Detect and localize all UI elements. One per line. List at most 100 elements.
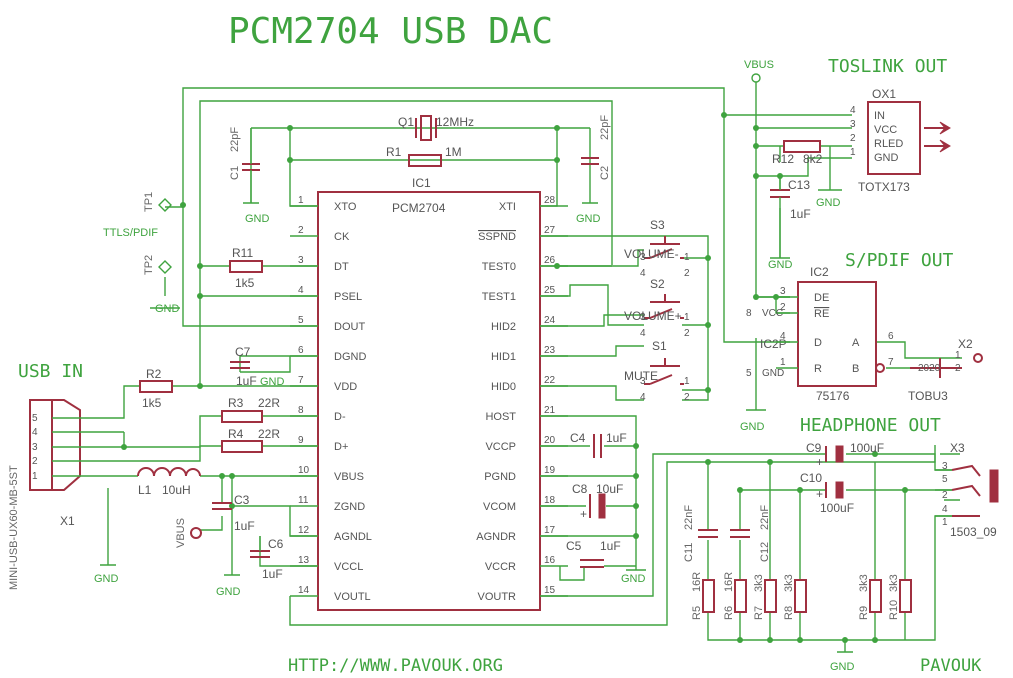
crystal-q1[interactable]: Q1 12MHz [398, 115, 474, 141]
usb-connector-x1[interactable]: 54 32 1 X1 MINI-USB-UX60-MB-5ST [8, 399, 93, 590]
ic2-power-pin-name: VCC [762, 308, 783, 319]
ic1-pin-number: 14 [298, 585, 310, 596]
ic2-power-pin-number: 8 [746, 308, 752, 319]
test-point-tp1[interactable]: TP1 [143, 192, 172, 212]
resistor-r5[interactable]: R5 16R [691, 572, 715, 620]
ic1[interactable]: IC1 PCM2704 1XTO2CK3DT4PSEL5DOUT6DGND7VD… [290, 176, 568, 611]
gnd-label: GND [830, 661, 855, 673]
ic2-pin-number: 1 [780, 357, 786, 368]
resistor-r6[interactable]: R6 16R [723, 572, 747, 620]
x3-part: 1503_09 [950, 525, 997, 539]
ic1-pin-number: 21 [544, 405, 556, 416]
wires [93, 82, 962, 652]
ic1-part: PCM2704 [392, 201, 446, 215]
spdif-section-title: S/PDIF OUT [845, 250, 954, 271]
capacitor-c9[interactable]: C9 100uF + [806, 441, 884, 469]
switch-s1[interactable]: S1 MUTE 34 12 [624, 339, 690, 403]
capacitor-c7[interactable]: C7 1uF [230, 345, 257, 388]
gnd-label: GND [816, 197, 841, 209]
ic1-pin-number: 18 [544, 495, 556, 506]
ic1-pin-number: 2 [298, 225, 304, 236]
ic1-pin-name: VOUTL [334, 591, 371, 603]
s1-value: MUTE [624, 369, 658, 383]
ic1-pin-name: TEST1 [482, 291, 516, 303]
ttl-spdif-label: TTLS/PDIF [103, 227, 158, 239]
capacitor-c10[interactable]: C10 100uF + [800, 471, 854, 515]
switch-s3[interactable]: S3 VOLUME- 34 12 [624, 218, 690, 279]
s1-name: S1 [652, 339, 667, 353]
ic1-pin-name: VCCR [485, 561, 516, 573]
ic1-pin-number: 22 [544, 375, 556, 386]
resistor-r11[interactable]: R11 1k5 [229, 246, 263, 290]
svg-text:4: 4 [640, 392, 646, 403]
c4-name: C4 [570, 431, 586, 445]
resistor-r7[interactable]: R7 3k3 [753, 574, 777, 620]
c10-value: 100uF [820, 501, 854, 515]
headphone-jack-x3[interactable]: X3 3 5 2 4 1 1503_09 [935, 441, 999, 539]
ic1-pin-name: CK [334, 231, 350, 243]
ic1-pin-name: SSPND [478, 231, 516, 243]
resistor-r9[interactable]: R9 3k3 [858, 574, 882, 620]
q1-value: 12MHz [436, 115, 474, 129]
ox1-name: OX1 [872, 87, 896, 101]
ox1-part: TOTX173 [858, 180, 910, 194]
capacitor-c13[interactable]: C13 1uF [770, 176, 811, 258]
r12-name: R12 [772, 152, 794, 166]
capacitor-c12[interactable]: C12 22nF [730, 505, 771, 562]
resistor-r4[interactable]: R4 22R [221, 427, 280, 453]
resistor-r3[interactable]: R3 22R [221, 396, 280, 423]
c5-value: 1uF [600, 539, 621, 553]
resistor-r10[interactable]: R10 3k3 [888, 574, 912, 620]
resistor-r2[interactable]: R2 1k5 [139, 367, 173, 410]
s3-name: S3 [650, 218, 665, 232]
c3-value: 1uF [234, 519, 255, 533]
r9-name: R9 [858, 606, 870, 620]
resistor-r8[interactable]: R8 3k3 [783, 574, 807, 620]
r4-name: R4 [228, 427, 244, 441]
ic1-pin-number: 28 [544, 195, 556, 206]
inductor-l1[interactable]: L1 10uH [137, 467, 201, 497]
capacitor-c1[interactable]: C1 22pF [229, 127, 260, 203]
r10-name: R10 [888, 600, 900, 620]
ic1-pin-number: 8 [298, 405, 304, 416]
ic1-pin-name: HID2 [491, 321, 516, 333]
svg-text:1: 1 [684, 312, 690, 323]
ic1-pin-name: D+ [334, 441, 348, 453]
ic1-pin-name: D- [334, 411, 346, 423]
gnd-label: GND [740, 421, 765, 433]
ic1-pin-name: DOUT [334, 321, 365, 333]
x1-part: MINI-USB-UX60-MB-5ST [8, 465, 20, 590]
ic1-pin-number: 12 [298, 525, 310, 536]
svg-text:+: + [580, 507, 587, 521]
r11-value: 1k5 [235, 276, 255, 290]
ic1-pin-number: 4 [298, 285, 304, 296]
resistor-r12[interactable]: R12 8k2 [772, 140, 823, 166]
schematic-title: PCM2704 USB DAC [228, 11, 553, 52]
x3-pin-2: 2 [942, 490, 948, 501]
capacitor-c5[interactable]: C5 1uF [566, 539, 621, 568]
capacitor-c6[interactable]: C6 1uF [250, 536, 284, 581]
r1-value: 1M [445, 145, 462, 159]
x2-pin-2: 2 [955, 363, 961, 374]
ic1-pin-name: PGND [484, 471, 516, 483]
capacitor-c4[interactable]: C4 1uF [570, 431, 627, 458]
r9-value: 3k3 [858, 574, 870, 592]
test-point-tp2[interactable]: TP2 [143, 255, 172, 275]
ic1-pin-number: 9 [298, 435, 304, 446]
ic1-pin-number: 7 [298, 375, 304, 386]
capacitor-c11[interactable]: C11 22nF [683, 505, 718, 562]
coax-connector-x2[interactable]: X2 2 1 2020 TOBU3 [908, 337, 983, 403]
ic1-pin-name: HID0 [491, 381, 516, 393]
capacitor-c2[interactable]: C2 22pF [581, 115, 611, 180]
ic1-pin-number: 1 [298, 195, 304, 206]
c7-value: 1uF [236, 374, 257, 388]
resistor-r1[interactable]: R1 1M [386, 145, 462, 167]
switch-s2[interactable]: S2 VOLUME+ 34 12 [624, 277, 690, 339]
vbus-test-point[interactable]: VBUS [175, 518, 202, 548]
ic2-power-pin-name: GND [762, 368, 784, 379]
capacitor-c3[interactable]: C3 1uF [212, 493, 255, 533]
capacitor-c8[interactable]: C8 10uF + [572, 482, 623, 521]
q1-name: Q1 [398, 115, 414, 129]
